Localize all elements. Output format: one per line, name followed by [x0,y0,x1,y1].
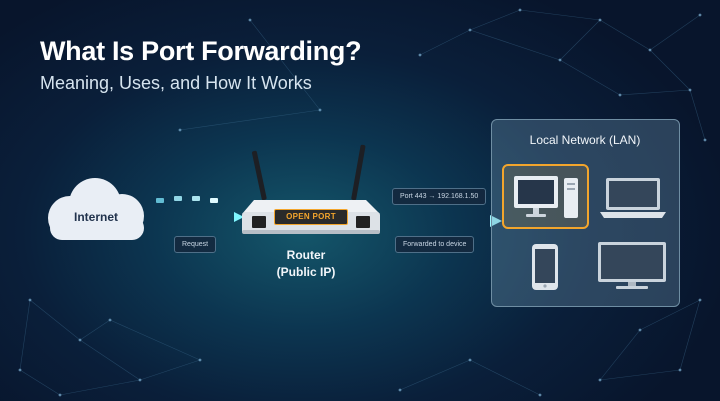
network-node [598,18,602,22]
data-packets [156,196,218,203]
network-node [558,58,562,62]
page-title: What Is Port Forwarding? [40,36,362,66]
network-node [18,368,22,372]
tv-icon [598,242,666,289]
network-node [638,328,642,332]
network-node [138,378,142,382]
network-link [469,29,561,61]
router-name: Router [286,248,326,262]
forward-arrow [378,215,502,227]
network-link [139,359,201,381]
network-link [469,359,541,396]
network-node [28,298,32,302]
network-link [689,89,706,141]
network-link [599,329,641,381]
network-node [688,88,692,92]
network-node [598,378,602,382]
request-arrow [150,212,244,222]
network-link [639,299,701,331]
network-link [679,299,701,371]
network-link [649,14,701,51]
router-ip: (Public IP) [276,265,336,279]
smartphone-icon [532,244,558,290]
network-node [538,393,542,397]
network-link [519,9,601,21]
network-link [469,9,521,31]
network-link [649,49,691,91]
page-subtitle: Meaning, Uses, and How It Works [40,73,312,93]
router: OPEN PORT [230,140,390,240]
network-link [29,299,81,341]
network-node [468,28,472,32]
network-node [703,138,707,142]
port-rule-tag: Port 443 → 192.168.1.50 [392,188,487,205]
network-node [418,53,422,57]
network-node [648,48,652,52]
network-link [79,319,111,341]
network-node [618,93,622,97]
network-link [419,29,471,56]
internet-label: Internet [73,210,118,224]
lan-title: Local Network (LAN) [529,133,641,147]
network-node [698,13,702,17]
network-node [178,128,182,132]
network-link [249,19,321,111]
forwarded-tag: Forwarded to device [395,236,475,253]
network-node [678,368,682,372]
network-link [79,339,141,381]
network-link [559,19,601,61]
router-icon [242,144,380,234]
request-tag: Request [174,236,217,253]
network-node [248,18,252,22]
network-node [318,108,322,112]
network-node [58,393,62,397]
network-node [518,8,522,12]
network-node [198,358,202,362]
open-port-label: OPEN PORT [274,209,348,225]
network-link [559,59,621,96]
cloud-icon [48,178,144,240]
network-node [398,388,402,392]
network-node [78,338,82,342]
router-label: Router (Public IP) [258,247,354,281]
network-link [599,369,681,381]
network-link [599,19,651,51]
desktop-pc-icon [514,176,578,218]
network-link [399,359,471,391]
network-node [698,298,702,302]
laptop-icon [600,178,666,218]
network-link [109,319,201,361]
network-link [19,299,31,371]
internet-cloud: Internet [40,176,152,244]
network-node [468,358,472,362]
network-link [59,379,141,396]
network-link [19,369,61,396]
network-link [619,89,691,96]
network-node [108,318,112,322]
local-network-panel: Local Network (LAN) [491,119,680,307]
network-link [179,109,321,131]
